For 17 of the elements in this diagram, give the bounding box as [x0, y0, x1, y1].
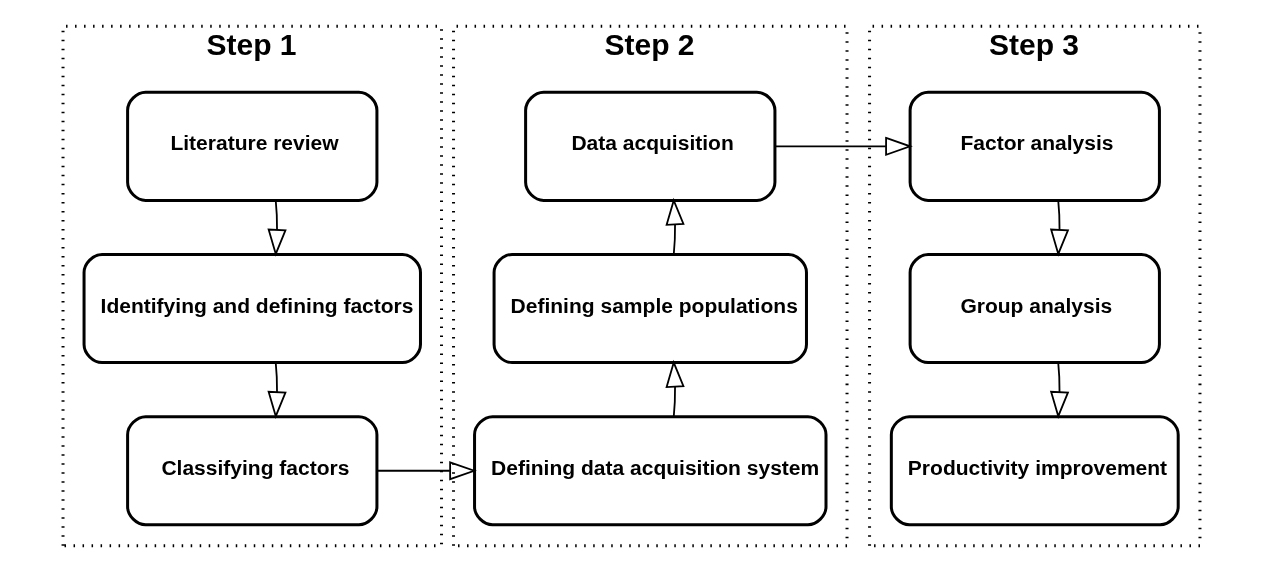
node-box: Data acquisition [523, 90, 776, 202]
node-box: Defining sample populations [492, 252, 808, 365]
node-box: Classifying factors [125, 415, 378, 527]
node-box: Group analysis [908, 252, 1161, 365]
node-box: Productivity improvement [889, 415, 1180, 527]
arrow [664, 197, 685, 255]
arrow [266, 361, 287, 419]
arrow [1049, 361, 1069, 419]
arrow [1049, 199, 1069, 257]
arrow [266, 199, 287, 257]
arrow [773, 136, 913, 156]
node-box: Defining data acquisition system [472, 415, 827, 527]
node-box: Literature review [125, 90, 378, 202]
node-box: Identifying and defining factors [82, 252, 422, 365]
arrow [664, 359, 685, 418]
arrow [375, 461, 477, 481]
node-box: Factor analysis [908, 90, 1161, 202]
